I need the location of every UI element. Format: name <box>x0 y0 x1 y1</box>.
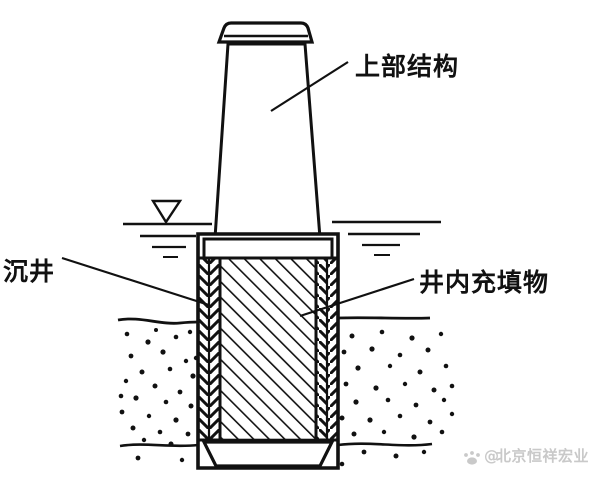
ground-line-left <box>117 317 199 325</box>
watermark-at-sign: @ <box>484 447 500 465</box>
label-caisson: 沉井 <box>3 257 55 286</box>
water-level-group <box>123 199 441 258</box>
pier-cap <box>216 21 315 44</box>
caisson-outer-outline <box>196 232 340 470</box>
caisson-group <box>196 232 340 470</box>
leader-superstructure <box>270 61 349 112</box>
leader-caisson <box>61 256 210 307</box>
label-superstructure: 上部结构 <box>355 52 459 81</box>
watermark-group: @ 北京恒祥宏业 <box>464 447 589 465</box>
watermark-label: 北京恒祥宏业 <box>496 447 589 465</box>
soil-dots-right <box>339 329 455 467</box>
paw-logo-icon <box>464 451 480 465</box>
ground-line-bottom-right <box>337 442 433 447</box>
well-fill-hatched-area <box>220 258 316 440</box>
water-level-triangle-icon <box>150 199 183 225</box>
superstructure-group <box>213 21 322 240</box>
leader-lines-group <box>61 61 415 318</box>
ground-line-right <box>337 316 431 320</box>
pier-shaft <box>213 42 322 240</box>
leader-well-fill <box>299 277 415 318</box>
soil-dots-left <box>118 328 203 463</box>
label-well-fill: 井内充填物 <box>419 268 549 297</box>
soil-group <box>117 316 455 467</box>
caisson-wall-right <box>314 256 340 442</box>
caisson-cutting-edge <box>201 440 335 468</box>
ground-line-bottom-left <box>119 443 199 448</box>
caisson-top-slab <box>202 237 334 260</box>
caisson-wall-left <box>196 256 222 442</box>
